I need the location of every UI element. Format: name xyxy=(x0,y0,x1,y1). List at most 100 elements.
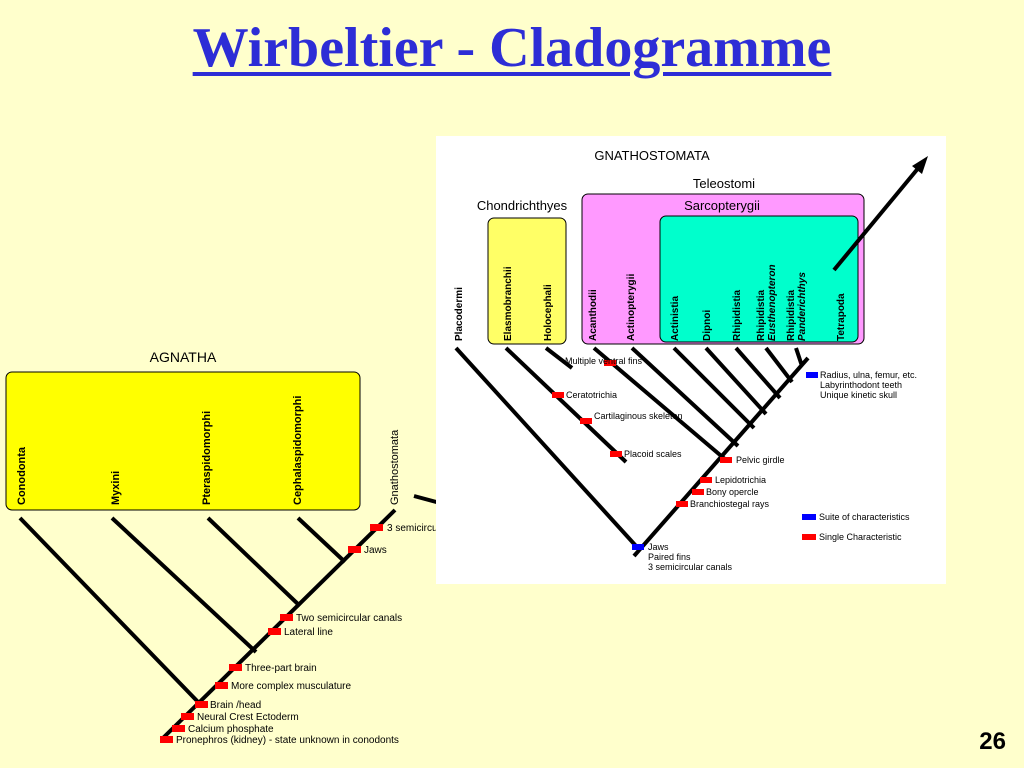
branch-holocephali xyxy=(544,346,574,370)
marker-calcium-phosphate xyxy=(172,725,185,732)
char-pelvic: Pelvic girdle xyxy=(736,455,785,465)
marker-multiple-ventral-fins xyxy=(604,360,616,366)
agnatha-markers xyxy=(160,524,383,743)
marker-pelvic-girdle xyxy=(720,457,732,463)
gnathostomata-character-labels: Multiple ventral fins Ceratotrichia Cart… xyxy=(565,356,917,572)
taxon-conodonta: Conodonta xyxy=(16,446,28,505)
char-cartilaginous: Cartilaginous skeleton xyxy=(594,411,683,421)
taxon-myxini: Myxini xyxy=(110,471,122,505)
taxon-holocephali: Holocephali xyxy=(543,284,554,341)
agnatha-cladogram: AGNATHA Conodonta Myxini Pteraspidomorph… xyxy=(0,340,440,768)
char-calcium-phosphate: Calcium phosphate xyxy=(188,724,274,735)
teleostomi-label: Teleostomi xyxy=(693,176,755,191)
taxon-gnathostomata: Gnathostomata xyxy=(389,429,401,505)
gnathostomata-cladogram: GNATHOSTOMATA Teleostomi Chondrichthyes … xyxy=(436,136,946,584)
marker-cartilaginous-skeleton xyxy=(580,418,592,424)
taxon-rhipidistia: Rhipidistia xyxy=(732,289,743,341)
marker-ceratotrichia xyxy=(552,392,564,398)
char-tetrapod-1: Radius, ulna, femur, etc. xyxy=(820,370,917,380)
marker-3-semicircular xyxy=(370,524,383,531)
char-jaws: Jaws xyxy=(364,545,387,556)
taxon-actinopterygii: Actinopterygii xyxy=(626,274,637,341)
char-jaws-1: Jaws xyxy=(648,542,669,552)
slide-title: Wirbeltier - Cladogramme xyxy=(192,17,832,79)
branch-eusthenopteron xyxy=(764,346,794,384)
char-brain-head: Brain /head xyxy=(210,700,261,711)
taxon-rhipidistia-3: Rhipidistia xyxy=(786,289,797,341)
marker-branchiostegal-rays xyxy=(676,501,688,507)
taxon-acanthodii: Acanthodii xyxy=(588,289,599,341)
marker-lepidotrichia xyxy=(700,477,712,483)
branch-elasmobranchii xyxy=(504,346,628,464)
char-three-part-brain: Three-part brain xyxy=(245,663,317,674)
legend-single-label: Single Characteristic xyxy=(819,532,902,542)
char-two-semicircular: Two semicircular canals xyxy=(296,613,402,624)
marker-bony-opercle xyxy=(692,489,704,495)
branch-acanthodii xyxy=(592,346,728,462)
taxon-tetrapoda: Tetrapoda xyxy=(836,293,847,341)
branch-myxini xyxy=(110,516,258,654)
tetrapoda-arrow-head xyxy=(912,156,928,174)
char-pronephros: Pronephros (kidney) - state unknown in c… xyxy=(176,735,399,746)
branch-dipnoi xyxy=(704,346,768,416)
char-complex-musculature: More complex musculature xyxy=(231,681,351,692)
marker-jaws-suite xyxy=(632,544,644,550)
char-lepidotrichia: Lepidotrichia xyxy=(715,475,766,485)
sarcopterygii-label: Sarcopterygii xyxy=(684,198,760,213)
marker-lateral-line xyxy=(268,628,281,635)
sarcopterygii-box xyxy=(659,215,859,343)
branch-actinopterygii xyxy=(630,346,740,448)
taxon-eusthenopteron: Eusthenopteron xyxy=(767,264,778,341)
char-tetrapod-3: Unique kinetic skull xyxy=(820,390,897,400)
char-jaws-3: 3 semicircular canals xyxy=(648,562,733,572)
marker-placoid-scales xyxy=(610,451,622,457)
marker-neural-crest xyxy=(181,713,194,720)
agnatha-character-labels: 3 semicircular canals Jaws Two semicircu… xyxy=(176,523,440,746)
marker-complex-musculature xyxy=(215,682,228,689)
char-neural-crest: Neural Crest Ectoderm xyxy=(197,712,299,723)
char-tetrapod-2: Labyrinthodont teeth xyxy=(820,380,902,390)
char-ceratotrichia: Ceratotrichia xyxy=(566,390,617,400)
taxon-elasmobranchii: Elasmobranchii xyxy=(503,266,514,341)
legend-single-swatch xyxy=(802,534,816,540)
page-number: 26 xyxy=(979,728,1006,755)
marker-three-part-brain xyxy=(229,664,242,671)
taxon-dipnoi: Dipnoi xyxy=(702,310,713,341)
char-branchiostegal: Branchiostegal rays xyxy=(690,499,770,509)
char-lateral-line: Lateral line xyxy=(284,627,333,638)
char-jaws-2: Paired fins xyxy=(648,552,691,562)
char-placoid: Placoid scales xyxy=(624,449,682,459)
legend: Suite of characteristics Single Characte… xyxy=(802,512,910,542)
marker-jaws xyxy=(348,546,361,553)
marker-brain-head xyxy=(195,701,208,708)
taxon-panderichthys: Panderichthys xyxy=(797,272,808,341)
char-3-semicircular: 3 semicircular canals xyxy=(387,523,440,534)
branch-actinistia xyxy=(672,346,756,430)
taxon-rhipidistia-2: Rhipidistia xyxy=(756,289,767,341)
branch-conodonta xyxy=(18,516,202,706)
legend-suite-label: Suite of characteristics xyxy=(819,512,910,522)
chondrichthyes-box xyxy=(487,217,567,345)
agnatha-box xyxy=(5,371,361,511)
branch-pteraspidomorphi xyxy=(206,516,302,608)
branch-rhipidistia xyxy=(734,346,782,400)
gnathostomata-taxa: Placodermi Elasmobranchii Holocephali Ac… xyxy=(454,264,847,341)
marker-tetrapod-suite xyxy=(806,372,818,378)
tetrapoda-arrow-line xyxy=(832,164,922,272)
taxon-actinistia: Actinistia xyxy=(670,296,681,341)
gnathostomata-markers xyxy=(552,360,818,550)
branch-placodermi xyxy=(454,346,638,548)
gnathostomata-label: GNATHOSTOMATA xyxy=(594,148,710,163)
taxon-cephalaspidomorphi: Cephalaspidomorphi xyxy=(292,396,304,505)
taxon-placodermi: Placodermi xyxy=(454,287,465,341)
chondrichthyes-label: Chondrichthyes xyxy=(477,198,568,213)
agnatha-label: AGNATHA xyxy=(150,349,217,365)
taxon-pteraspidomorphi: Pteraspidomorphi xyxy=(201,411,213,505)
marker-two-semicircular xyxy=(280,614,293,621)
char-multiple: Multiple ventral fins xyxy=(565,356,643,366)
branch-panderichthys xyxy=(794,347,804,367)
marker-pronephros xyxy=(160,736,173,743)
legend-suite-swatch xyxy=(802,514,816,520)
branch-cephalaspidomorphi xyxy=(296,516,347,564)
char-bony-opercle: Bony opercle xyxy=(706,487,759,497)
